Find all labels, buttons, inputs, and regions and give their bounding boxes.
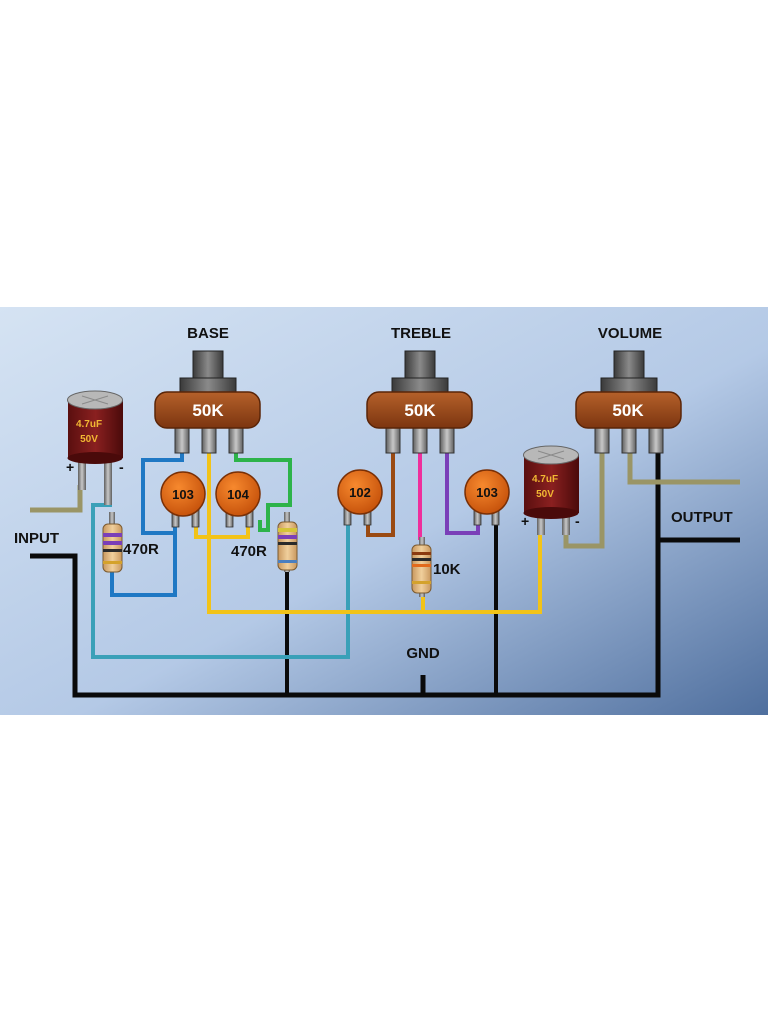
background-panel [0,307,768,715]
ecap-output-minus: - [575,513,580,529]
pot-volume-value: 50K [612,401,644,420]
ceramic-cap-base-left: 103 [160,471,206,528]
wire-khaki-input [30,485,83,513]
resistor-base-value: 470R [231,543,267,560]
ecap-output-voltage: 50V [536,489,554,500]
label-gnd: GND [406,645,440,662]
wire-khaki-volume [563,450,605,549]
electrolytic-cap-output: 4.7uF 50V + - [521,445,580,535]
ceramic-cap-treble-right: 103 [464,469,510,526]
wire-khaki-output [627,450,740,485]
cap-base-left-value: 103 [172,487,194,502]
ceramic-cap-base-right: 104 [215,471,261,528]
wire-yellow-caps [194,520,250,539]
electrolytic-cap-input: 4.7uF 50V + - [66,390,124,505]
potentiometer-treble: 50K [366,350,473,454]
potentiometer-base: 50K [154,350,261,454]
resistor-treble: 10K [411,537,461,597]
label-base: BASE [187,325,229,342]
wire-black-input [30,537,740,698]
ecap-input-voltage: 50V [80,434,98,445]
wire-brown [366,450,395,537]
wire-blue [141,450,184,535]
resistor-treble-value: 10K [433,561,461,578]
potentiometer-volume: 50K [575,350,682,454]
label-input: INPUT [14,530,59,547]
label-treble: TREBLE [391,325,451,342]
resistor-input-value: 470R [123,541,159,558]
label-output: OUTPUT [671,509,733,526]
cap-treble-right-value: 103 [476,485,498,500]
ecap-output-value: 4.7uF [532,474,558,485]
ecap-input-plus: + [66,459,74,475]
ecap-input-minus: - [119,459,124,475]
ecap-input-value: 4.7uF [76,419,102,430]
pot-treble-value: 50K [404,401,436,420]
wire-blue-res [110,533,177,597]
label-volume: VOLUME [598,325,662,342]
pot-base-value: 50K [192,401,224,420]
ceramic-cap-treble-left: 102 [337,469,383,526]
ecap-output-plus: + [521,513,529,529]
resistor-base: 470R [231,512,298,572]
cap-treble-left-value: 102 [349,485,371,500]
wire-yellow-main [207,450,542,614]
wire-green [234,450,292,532]
resistor-input: 470R [102,512,159,573]
cap-base-right-value: 104 [227,487,249,502]
wire-purple [445,450,480,535]
